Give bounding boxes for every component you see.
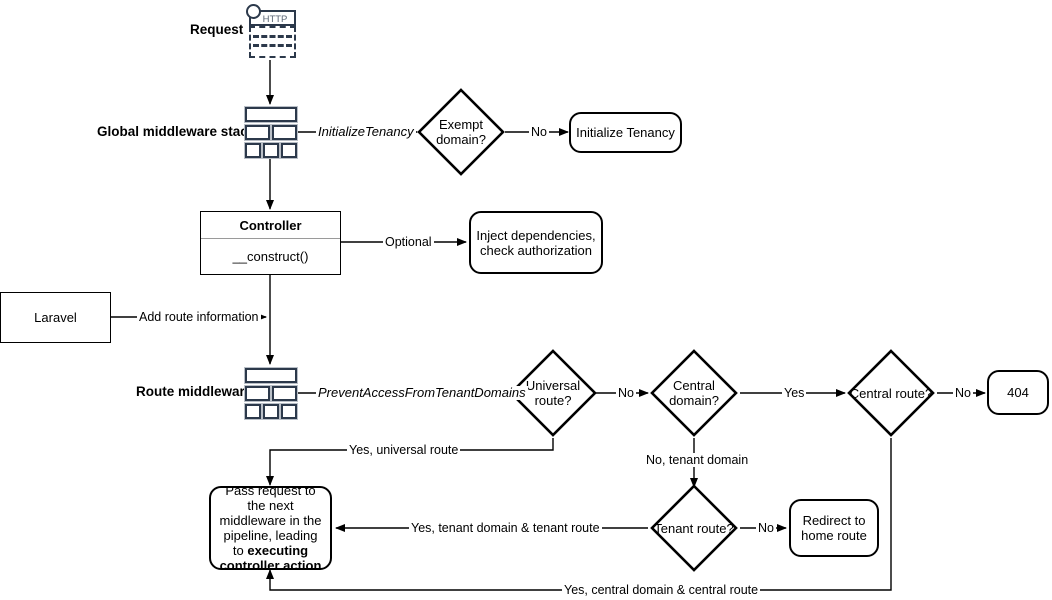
node-controller[interactable]: Controller __construct() bbox=[200, 211, 341, 275]
decision-universal-route-label: Universal route? bbox=[525, 378, 581, 408]
node-inject-dependencies-line-1: Inject dependencies, bbox=[476, 227, 596, 243]
decision-central-route-label: Central route? bbox=[849, 385, 933, 401]
stack-row-3b bbox=[262, 403, 280, 420]
label-request: Request bbox=[190, 22, 244, 37]
node-laravel-label: Laravel bbox=[34, 310, 77, 325]
diamond-shape bbox=[417, 88, 505, 176]
stack-row-3a bbox=[244, 403, 262, 420]
edge-label-prevent-access-middleware: PreventAccessFromTenantDomains bbox=[316, 385, 528, 400]
decision-exempt-domain[interactable]: Exempt domain? bbox=[417, 88, 505, 176]
edge-label-tenant-route-no: No bbox=[756, 521, 776, 535]
diamond-shape bbox=[509, 349, 597, 437]
node-inject-dependencies[interactable]: Inject dependencies, check authorization bbox=[469, 211, 603, 274]
node-pass-request[interactable]: Pass request to the next middleware in t… bbox=[209, 483, 332, 573]
decision-central-domain-label: Central domain? bbox=[669, 378, 719, 408]
edge-label-central-route-no: No bbox=[953, 386, 973, 400]
stack-row-3b bbox=[262, 142, 280, 159]
node-pass-request-text: Pass request to the next middleware in t… bbox=[217, 483, 324, 573]
node-pass-request-plain: Pass request to the next middleware in t… bbox=[219, 483, 322, 558]
edge-label-optional: Optional bbox=[383, 235, 434, 249]
node-404-label: 404 bbox=[1007, 385, 1029, 400]
http-icon-line-2 bbox=[253, 44, 292, 47]
edge-label-central-domain-yes: Yes bbox=[782, 386, 807, 400]
edge-label-initialize-tenancy-middleware: InitializeTenancy bbox=[316, 124, 416, 139]
node-initialize-tenancy-label: Initialize Tenancy bbox=[576, 125, 675, 140]
stack-row-1 bbox=[244, 106, 298, 123]
node-inject-dependencies-line-2: check authorization bbox=[479, 242, 592, 258]
middleware-stack-icon-route bbox=[244, 367, 298, 420]
http-request-icon: HTTP bbox=[245, 3, 297, 59]
edge-label-no-tenant-domain: No, tenant domain bbox=[644, 453, 751, 467]
label-global-middleware-stack: Global middleware stack bbox=[97, 124, 256, 139]
edge-label-add-route-information: Add route information bbox=[137, 310, 261, 324]
diamond-shape bbox=[847, 349, 935, 437]
node-pass-request-bold: executing controller action bbox=[219, 543, 322, 573]
middleware-stack-icon-global bbox=[244, 106, 298, 159]
edge-label-yes-universal-route: Yes, universal route bbox=[347, 443, 461, 457]
http-icon-line-1 bbox=[253, 35, 292, 38]
decision-exempt-domain-label: Exempt domain? bbox=[436, 117, 486, 147]
edge-label-yes-central-domain-central-route: Yes, central domain & central route bbox=[562, 583, 761, 597]
stack-row-3a bbox=[244, 142, 262, 159]
edge-label-universal-no: No bbox=[616, 386, 636, 400]
decision-tenant-route[interactable]: Tenant route? bbox=[650, 484, 738, 572]
node-404[interactable]: 404 bbox=[987, 370, 1049, 415]
node-controller-title: Controller bbox=[201, 212, 340, 239]
node-controller-method: __construct() bbox=[232, 249, 309, 264]
stack-row-2a bbox=[244, 124, 271, 141]
node-laravel[interactable]: Laravel bbox=[0, 292, 111, 343]
stack-row-2b bbox=[271, 385, 298, 402]
edge-label-exempt-no: No bbox=[529, 125, 549, 139]
http-icon-text: HTTP bbox=[255, 10, 295, 26]
node-redirect-home-route-line-1: Redirect to bbox=[802, 513, 866, 528]
decision-central-domain[interactable]: Central domain? bbox=[650, 349, 738, 437]
node-redirect-home-route[interactable]: Redirect to home route bbox=[789, 499, 879, 557]
stack-row-1 bbox=[244, 367, 298, 384]
edge-label-yes-tenant-domain-tenant-route: Yes, tenant domain & tenant route bbox=[409, 521, 602, 535]
stack-row-2a bbox=[244, 385, 271, 402]
http-icon-body bbox=[249, 26, 296, 58]
node-redirect-home-route-line-2: home route bbox=[801, 528, 867, 543]
decision-tenant-route-label: Tenant route? bbox=[654, 520, 734, 536]
diamond-shape bbox=[650, 484, 738, 572]
diamond-shape bbox=[650, 349, 738, 437]
decision-central-route[interactable]: Central route? bbox=[847, 349, 935, 437]
node-initialize-tenancy[interactable]: Initialize Tenancy bbox=[569, 112, 682, 153]
decision-universal-route[interactable]: Universal route? bbox=[509, 349, 597, 437]
stack-row-3c bbox=[280, 142, 298, 159]
label-route-middleware: Route middleware bbox=[136, 384, 253, 399]
stack-row-3c bbox=[280, 403, 298, 420]
http-icon-circle bbox=[246, 4, 261, 19]
stack-row-2b bbox=[271, 124, 298, 141]
